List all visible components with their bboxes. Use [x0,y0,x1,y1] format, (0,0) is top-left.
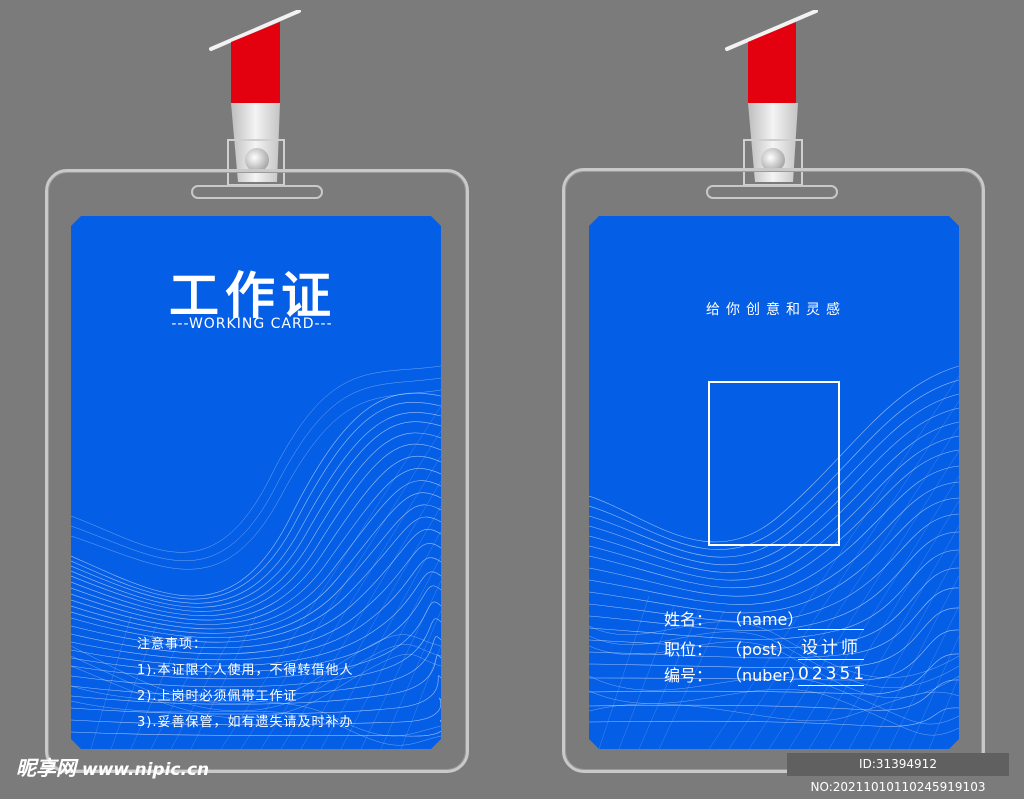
notice-heading: 注意事项： [137,637,208,652]
number-field: 编号： （nuber） 02351 [664,662,864,686]
post-field: 职位： （post） 设计师 [664,633,864,660]
name-hint: （name） [726,610,804,629]
brand-url: www.nipic.cn [82,760,210,780]
name-field: 姓名： （name） [664,606,864,630]
brand-name: 昵享网 [16,756,76,780]
number-value[interactable]: 02351 [798,664,868,684]
post-label: 职位： [664,640,713,659]
wave-pattern-icon [71,216,441,749]
lanyard-clip-icon [209,10,301,186]
notice-item: 2).上岗时必须佩带工作证 [137,689,298,704]
front-card: 工作证 ---WORKING CARD--- 注意事项： 1).本证限个人使用，… [71,216,441,749]
watermark-id: ID:31394912 NO:20211010110245919103 [787,753,1009,794]
back-card: 给你创意和灵感 姓名： （name） 职位： （post） 设计师 编号： （n… [589,216,959,749]
notice-item: 3).妥善保管，如有遗失请及时补办 [137,715,354,730]
card-slogan: 给你创意和灵感 [706,302,846,318]
watermark-brand: 昵享网 www.nipic.cn [16,752,209,781]
photo-placeholder [708,381,840,546]
number-label: 编号： [664,666,713,685]
notice-block: 注意事项： 1).本证限个人使用，不得转借他人 2).上岗时必须佩带工作证 3)… [137,632,353,736]
notice-item: 1).本证限个人使用，不得转借他人 [137,663,354,678]
front-holder-frame [45,169,469,773]
back-holder-frame [562,168,985,773]
number-hint: （nuber） [726,666,805,685]
post-hint: （post） [726,640,793,659]
post-value[interactable]: 设计师 [798,633,864,660]
wave-pattern-icon [589,216,959,749]
lanyard-clip-icon [725,10,818,186]
name-value[interactable] [798,610,864,630]
card-subtitle: ---WORKING CARD--- [171,316,333,332]
front-holder-slot [191,185,323,199]
back-holder-slot [706,185,838,199]
name-label: 姓名： [664,610,713,629]
card-title: 工作证 [169,267,337,325]
